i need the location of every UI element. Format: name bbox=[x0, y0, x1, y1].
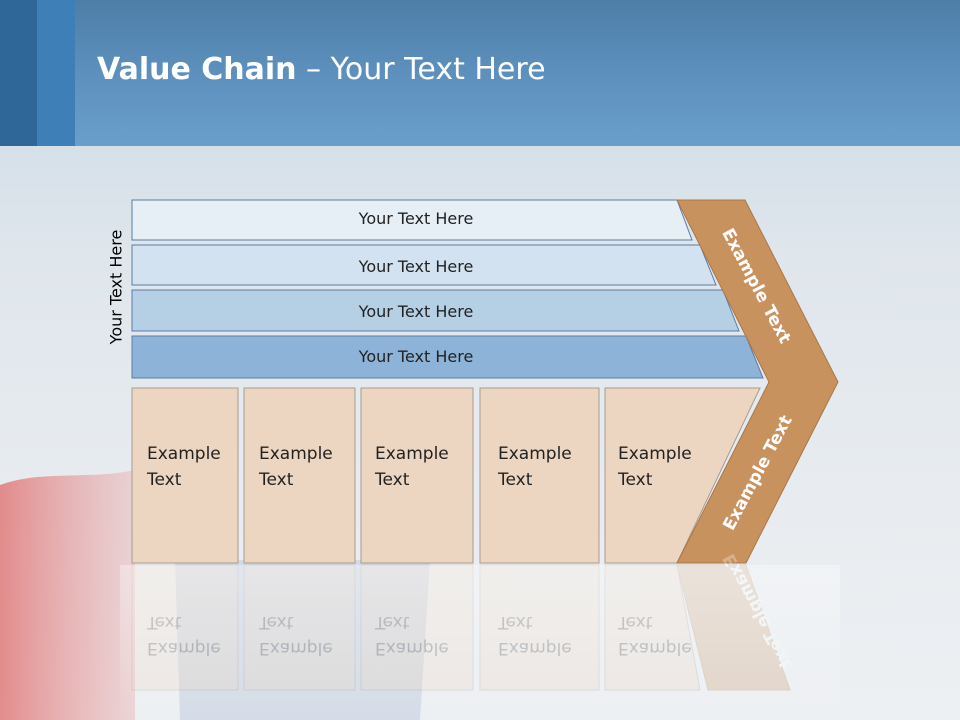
support-bar bbox=[131, 289, 740, 332]
box-label-line1: Example bbox=[498, 444, 572, 464]
bar-label: Your Text Here bbox=[358, 257, 474, 276]
box-label-line1: Example bbox=[259, 444, 333, 464]
activity-box bbox=[243, 387, 356, 564]
support-bars: Your Text Here Your Text Here Your Text … bbox=[131, 199, 764, 379]
reflection-fade bbox=[120, 565, 840, 720]
page-title: Value Chain – Your Text Here bbox=[97, 52, 546, 87]
box-label-line1: Example bbox=[147, 444, 221, 464]
activity-box bbox=[479, 387, 600, 564]
box-label-line2: Text bbox=[146, 470, 182, 490]
title-header: Value Chain – Your Text Here bbox=[0, 0, 960, 146]
header-accent-strip bbox=[37, 0, 75, 146]
box-label-line1: Example bbox=[375, 444, 449, 464]
box-label-line1: Example bbox=[618, 444, 692, 464]
box-label-line2: Text bbox=[617, 470, 653, 490]
box-label-line2: Text bbox=[258, 470, 294, 490]
support-bar bbox=[131, 335, 764, 379]
support-bar bbox=[131, 244, 717, 286]
title-bold: Value Chain bbox=[97, 52, 297, 87]
bar-label: Your Text Here bbox=[358, 302, 474, 321]
primary-boxes: Example Text Example Text Example Text E… bbox=[131, 387, 761, 564]
support-bar bbox=[131, 199, 693, 241]
bar-label: Your Text Here bbox=[358, 347, 474, 366]
chevron-arrow bbox=[676, 199, 839, 564]
activity-box bbox=[131, 387, 239, 564]
activity-box bbox=[360, 387, 474, 564]
box-label-line2: Text bbox=[497, 470, 533, 490]
box-label-line2: Text bbox=[374, 470, 410, 490]
header-accent-strip bbox=[0, 0, 37, 146]
title-rest: – Your Text Here bbox=[296, 52, 546, 87]
bar-label: Your Text Here bbox=[358, 209, 474, 228]
